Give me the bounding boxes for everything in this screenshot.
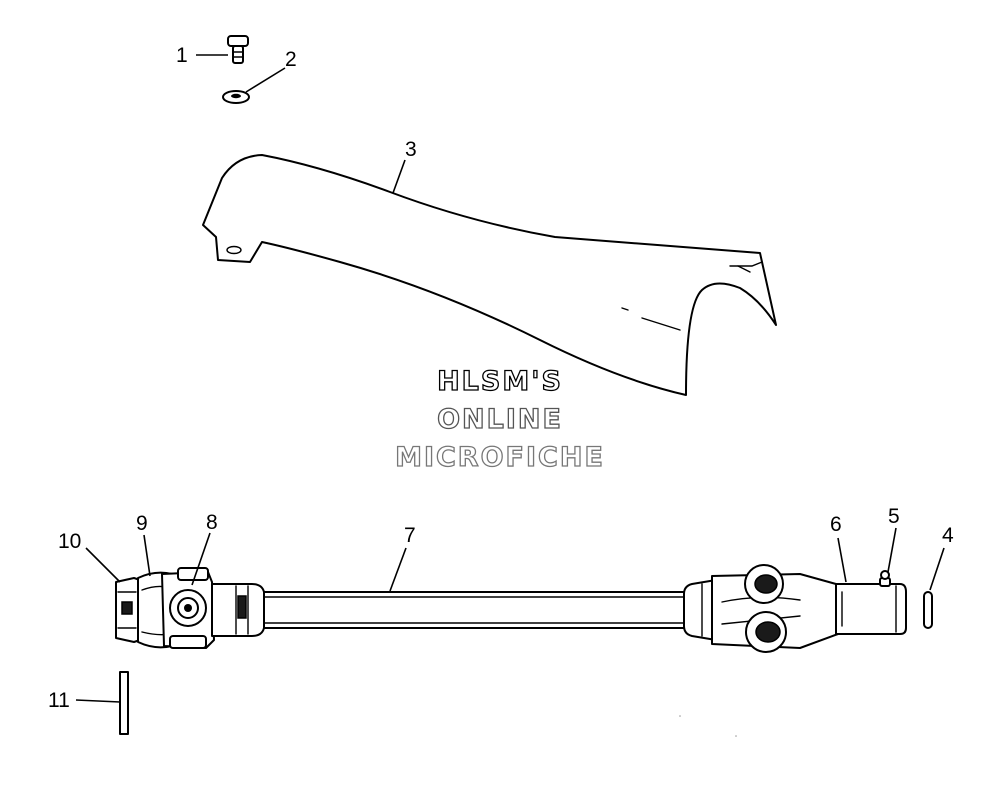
leader-6: [837, 537, 847, 583]
part-2-washer[interactable]: [222, 90, 250, 104]
watermark: HLSM'S ONLINE MICROFICHE: [394, 365, 605, 473]
callout-2: 2: [285, 48, 297, 71]
leader-2: [245, 67, 286, 93]
leader-10: [85, 547, 121, 583]
callout-11: 11: [48, 689, 70, 712]
speck: [735, 735, 737, 737]
callout-10: 10: [58, 530, 81, 553]
callout-7: 7: [404, 524, 416, 547]
part-8-universal-joint[interactable]: [161, 567, 215, 649]
leader-4: [929, 547, 945, 591]
leader-5: [887, 527, 897, 573]
callout-4: 4: [942, 524, 954, 547]
callout-1: 1: [176, 44, 188, 67]
callout-8: 8: [206, 511, 218, 534]
part-1-bolt[interactable]: [227, 35, 249, 64]
part-6-slip-yoke[interactable]: [711, 564, 907, 653]
leader-8: [191, 532, 211, 586]
left-yoke-collar[interactable]: [211, 583, 265, 637]
part-5-grease-fitting[interactable]: [879, 570, 891, 587]
leader-3: [392, 159, 406, 194]
watermark-line-2: ONLINE: [437, 404, 563, 435]
callout-6: 6: [830, 513, 842, 536]
watermark-line-3: MICROFICHE: [395, 442, 605, 473]
part-10-yoke-end[interactable]: [115, 577, 141, 643]
part-3-shaft-guard[interactable]: [202, 154, 777, 396]
part-11-key[interactable]: [119, 671, 129, 735]
part-7-shaft-tube[interactable]: [261, 591, 691, 629]
speck: [679, 715, 681, 717]
callout-9: 9: [136, 512, 148, 535]
leader-7: [389, 547, 407, 592]
watermark-line-1: HLSM'S: [437, 366, 563, 397]
callout-5: 5: [888, 505, 900, 528]
leader-9: [143, 534, 151, 577]
right-yoke-collar[interactable]: [683, 579, 717, 641]
leader-11: [75, 699, 121, 703]
part-4-pin[interactable]: [923, 591, 933, 629]
callout-3: 3: [405, 138, 417, 161]
